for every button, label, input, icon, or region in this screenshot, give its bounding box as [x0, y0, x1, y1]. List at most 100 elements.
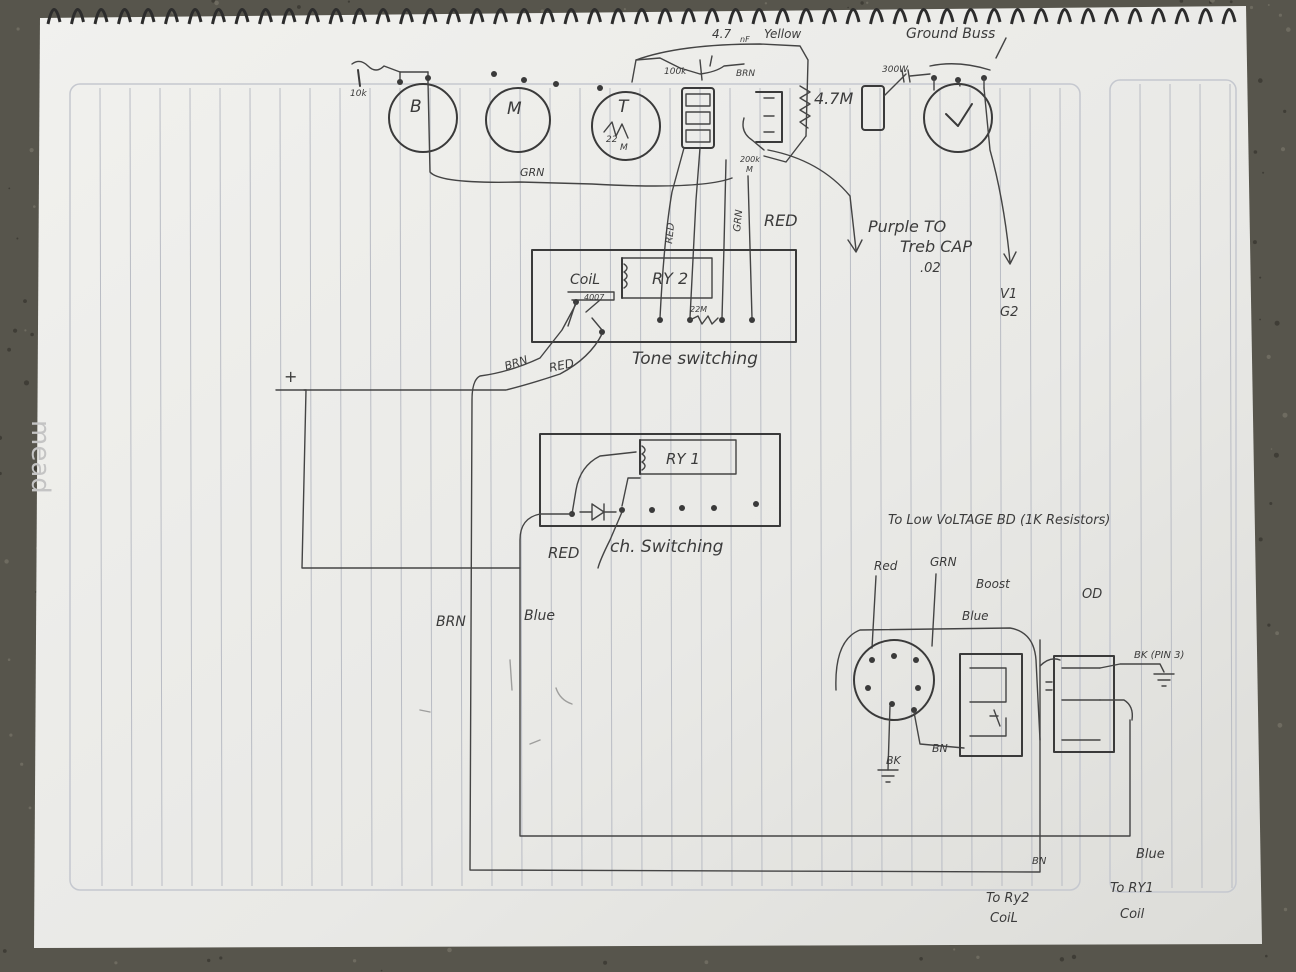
carpet-speck [4, 559, 9, 564]
carpet-speck [380, 969, 383, 972]
spiral-ring [281, 8, 297, 25]
rule-line [609, 87, 613, 887]
yellow-label: Yellow [764, 27, 801, 41]
carpet-speck [214, 0, 219, 6]
spiral-ring [258, 8, 273, 25]
spiral-ring [963, 8, 978, 25]
pot-treble-label: T [618, 97, 630, 117]
carpet-speck [7, 347, 11, 352]
rule-line [969, 87, 973, 887]
spiral-ring [1127, 8, 1143, 25]
carpet-speck [1278, 13, 1282, 17]
spiral-ring [1198, 8, 1213, 25]
plus-label: + [284, 367, 297, 386]
rule-line [909, 87, 913, 887]
rule-line [489, 87, 493, 887]
treb-cap-label: Treb CAP [900, 237, 972, 256]
spiral-ring [822, 8, 837, 25]
carpet-speck [352, 959, 357, 963]
cap-unit: nF [740, 35, 750, 44]
to-ry1-label: To RY1 [1110, 881, 1154, 896]
carpet-speck [953, 948, 956, 951]
ry1-coil-label: Coil [1120, 907, 1145, 922]
brn-top-label: BRN [736, 69, 755, 79]
rule-line [219, 87, 223, 887]
carpet-speck [9, 733, 13, 737]
rule-line [189, 87, 193, 887]
spiral-binding [46, 8, 1237, 25]
switch-block-2: 200k M [740, 91, 783, 174]
diode-4007-label: 4007 [584, 293, 605, 302]
spiral-ring [140, 8, 156, 25]
rule-line [939, 87, 943, 887]
carpet-speck [24, 329, 27, 332]
blue-bottom-label: Blue [1136, 847, 1165, 862]
ch-switching-board: RY 1 [539, 433, 781, 527]
spiral-ring [610, 8, 626, 25]
spiral-ring [657, 8, 673, 25]
grn-wire-label-1: GRN [732, 209, 745, 233]
spiral-ring [1221, 8, 1237, 25]
carpet-speck [866, 1, 869, 4]
red-wire-label-2: RED [548, 356, 576, 375]
spiral-ring [399, 8, 414, 25]
bn-bottom-label: BN [1032, 856, 1047, 867]
pot-volume [923, 63, 993, 153]
rule-line [1029, 87, 1033, 887]
carpet-speck [219, 956, 223, 960]
pot-mid: M [485, 87, 551, 153]
spiral-ring [211, 8, 226, 25]
rule-line [549, 87, 553, 887]
rule-line [159, 87, 163, 887]
spiral-ring [70, 8, 85, 25]
pot-bass-label: B [410, 97, 422, 117]
resistor-10k-label: 10k [350, 89, 367, 99]
spiral-ring [446, 8, 461, 25]
spiral-ring [728, 8, 743, 25]
carpet-speck [704, 960, 709, 965]
spiral-ring [1174, 8, 1190, 25]
red-jack-label: Red [874, 559, 898, 573]
rule-line [999, 87, 1003, 887]
carpet-speck [1269, 502, 1273, 505]
spiral-ring [704, 8, 720, 25]
spiral-ring [1010, 8, 1025, 25]
spiral-ring [587, 8, 602, 25]
carpet-speck [1252, 240, 1257, 245]
carpet-speck [1258, 78, 1263, 83]
rule-line [699, 87, 703, 887]
spiral-ring [164, 8, 179, 25]
spiral-ring [493, 8, 508, 25]
spiral-ring [775, 8, 790, 25]
carpet-speck [0, 471, 2, 476]
spiral-ring [916, 8, 931, 25]
spiral-ring [117, 8, 132, 25]
carpet-speck [603, 960, 608, 965]
carpet-speck [30, 332, 34, 337]
carpet-speck [13, 328, 18, 333]
red-wire-label-3: RED [548, 544, 579, 562]
rule-line [669, 87, 673, 887]
carpet-speck [20, 762, 24, 766]
spiral-ring [1151, 8, 1166, 25]
spiral-ring [93, 8, 109, 25]
spiral-ring [46, 8, 62, 25]
ry2-coil-label: CoiL [990, 911, 1018, 926]
carpet-speck [1071, 954, 1077, 960]
notebook-page: mead [25, 6, 1262, 948]
spiral-ring [798, 8, 814, 25]
boost-label: Boost [976, 577, 1011, 591]
resistor-22m-pot: 22 [606, 135, 618, 145]
tone-switching-board: CoiL RY 2 22M 4007 [531, 249, 797, 343]
brn-left-label: BRN [436, 614, 466, 630]
ch-switching-label: ch. Switching [610, 537, 724, 557]
rule-line [819, 87, 823, 887]
carpet-speck [1267, 623, 1271, 627]
spiral-ring [234, 8, 250, 25]
rule-line [339, 87, 343, 887]
rule-line [1169, 83, 1173, 889]
rule-line [759, 87, 763, 887]
carpet-speck [847, 6, 849, 9]
rule-line [279, 87, 283, 887]
carpet-speck [1280, 147, 1286, 152]
